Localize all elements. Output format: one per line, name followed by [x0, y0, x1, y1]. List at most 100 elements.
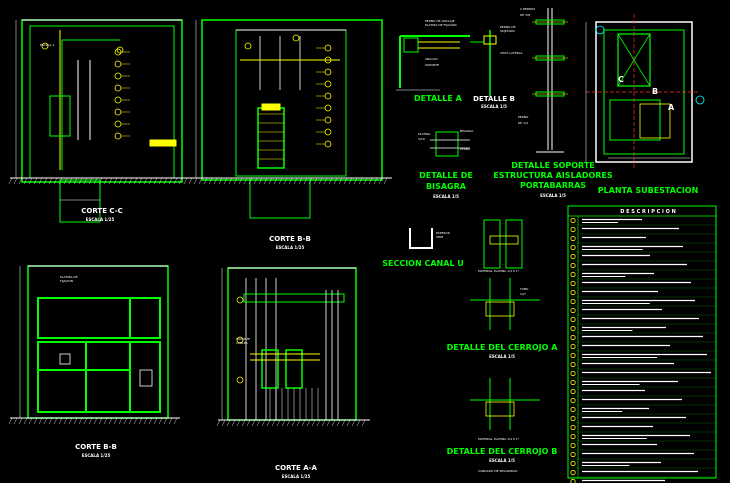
callout-bubble: [244, 42, 252, 50]
drawing-note: ESPESOR: [436, 231, 450, 235]
callout-bubble: [324, 140, 332, 148]
ground-hatch: [163, 177, 168, 185]
ground-hatch: [143, 177, 148, 185]
ground-hatch: [216, 419, 221, 427]
ground-hatch: [148, 177, 153, 185]
detalle-b-scale: ESCALA 1/5: [481, 104, 507, 109]
description-row-bullet: [570, 406, 576, 413]
ground-hatch: [73, 417, 78, 425]
ground-hatch: [153, 177, 158, 185]
ground-hatch: [158, 177, 163, 185]
ground-hatch: [128, 177, 133, 185]
seccion-canal-title: SECCION CANAL U: [382, 259, 464, 268]
cerrojo-b-title: DETALLE DEL CERROJO B: [447, 447, 558, 456]
ground-hatch: [78, 177, 83, 185]
callout-bubble: [324, 128, 332, 136]
panel-latch: [59, 353, 71, 365]
description-row-bullet: [570, 433, 576, 440]
ground-hatch: [88, 177, 93, 185]
ground-hatch: [368, 177, 373, 185]
description-row-bullet: [570, 298, 576, 305]
description-row-bullet: [570, 235, 576, 242]
callout-bubble: [236, 336, 244, 344]
panel-upper-right: [129, 297, 161, 339]
ground-hatch: [228, 177, 233, 185]
cerrojo-b-latch: [485, 401, 515, 417]
ground-hatch: [13, 417, 18, 425]
callout-bubble: [114, 108, 122, 116]
ground-hatch: [18, 177, 23, 185]
ground-hatch: [361, 419, 366, 427]
description-row-bullet: [570, 388, 576, 395]
ground-hatch: [48, 417, 53, 425]
callout-bubble: [114, 120, 122, 128]
ground-hatch: [346, 419, 351, 427]
description-row-bullet: [570, 271, 576, 278]
description-row-bullet: [570, 379, 576, 386]
panel-mid-left: [37, 341, 87, 371]
description-row-bullet: [570, 217, 576, 224]
ground-hatch: [341, 419, 346, 427]
ground-hatch: [168, 177, 173, 185]
callout-bubble: [114, 60, 122, 68]
callout-bubble: [114, 96, 122, 104]
ground-hatch: [278, 177, 283, 185]
description-row-bullet: [570, 334, 576, 341]
ground-hatch: [83, 417, 88, 425]
ground-hatch: [58, 177, 63, 185]
ground-hatch: [148, 417, 153, 425]
ground-hatch: [23, 177, 28, 185]
cerrojo-a-bolt: [489, 235, 519, 245]
ground-hatch: [233, 177, 238, 185]
description-row-bullet: [570, 424, 576, 431]
ground-hatch: [343, 177, 348, 185]
drawing-note: PLATINA: [418, 132, 431, 136]
detalle-a-bracket: [403, 37, 419, 53]
ground-hatch: [123, 417, 128, 425]
ground-hatch: [38, 177, 43, 185]
cerrojo-a-latch: [485, 301, 515, 317]
drawing-note: FIJACION: [60, 279, 73, 283]
drawing-note: ESCALA 1: [40, 43, 55, 47]
ground-hatch: [23, 417, 28, 425]
detalle-soporte-title-2: ESTRUCTURA AISLADORES: [493, 171, 613, 180]
ground-hatch: [308, 177, 313, 185]
description-row-bullet: [570, 460, 576, 467]
description-row-bullet: [570, 325, 576, 332]
description-row-bullet: [570, 343, 576, 350]
description-row-bullet: [570, 469, 576, 476]
drawing-note: PLATINA DE FIJACION: [425, 23, 457, 27]
planta-switch-room: [609, 99, 661, 141]
drawing-note: TUBO: [519, 287, 529, 291]
drawing-note: SUJECION: [500, 29, 514, 33]
ground-hatch: [73, 177, 78, 185]
ground-hatch: [378, 177, 383, 185]
ground-hatch: [183, 177, 188, 185]
ground-hatch: [328, 177, 333, 185]
ground-hatch: [253, 177, 258, 185]
drawing-note: MATERIAL PLATINA 1/4 X 1": [478, 437, 520, 441]
ground-hatch: [266, 419, 271, 427]
ground-hatch: [318, 177, 323, 185]
ground-hatch: [108, 177, 113, 185]
planta-marker: [695, 95, 705, 105]
drawing-note: 1/2": [520, 292, 527, 296]
drawing-note: DE 3/8: [520, 13, 530, 17]
corte-aa-bar: [243, 293, 345, 303]
ground-hatch: [338, 177, 343, 185]
callout-bubble: [292, 34, 300, 42]
ground-hatch: [133, 417, 138, 425]
drawing-note: PLATINA DE: [60, 275, 78, 279]
ground-hatch: [291, 419, 296, 427]
ground-hatch: [226, 419, 231, 427]
callout-bubble: [324, 92, 332, 100]
description-row-bullet: [570, 442, 576, 449]
ground-hatch: [178, 177, 183, 185]
ground-hatch: [321, 419, 326, 427]
drawing-note: CABLES: [236, 341, 248, 345]
ground-hatch: [258, 177, 263, 185]
ground-hatch: [358, 177, 363, 185]
description-table-header: D E S C R I P C I O N: [620, 209, 676, 215]
ground-hatch: [33, 177, 38, 185]
ground-hatch: [246, 419, 251, 427]
